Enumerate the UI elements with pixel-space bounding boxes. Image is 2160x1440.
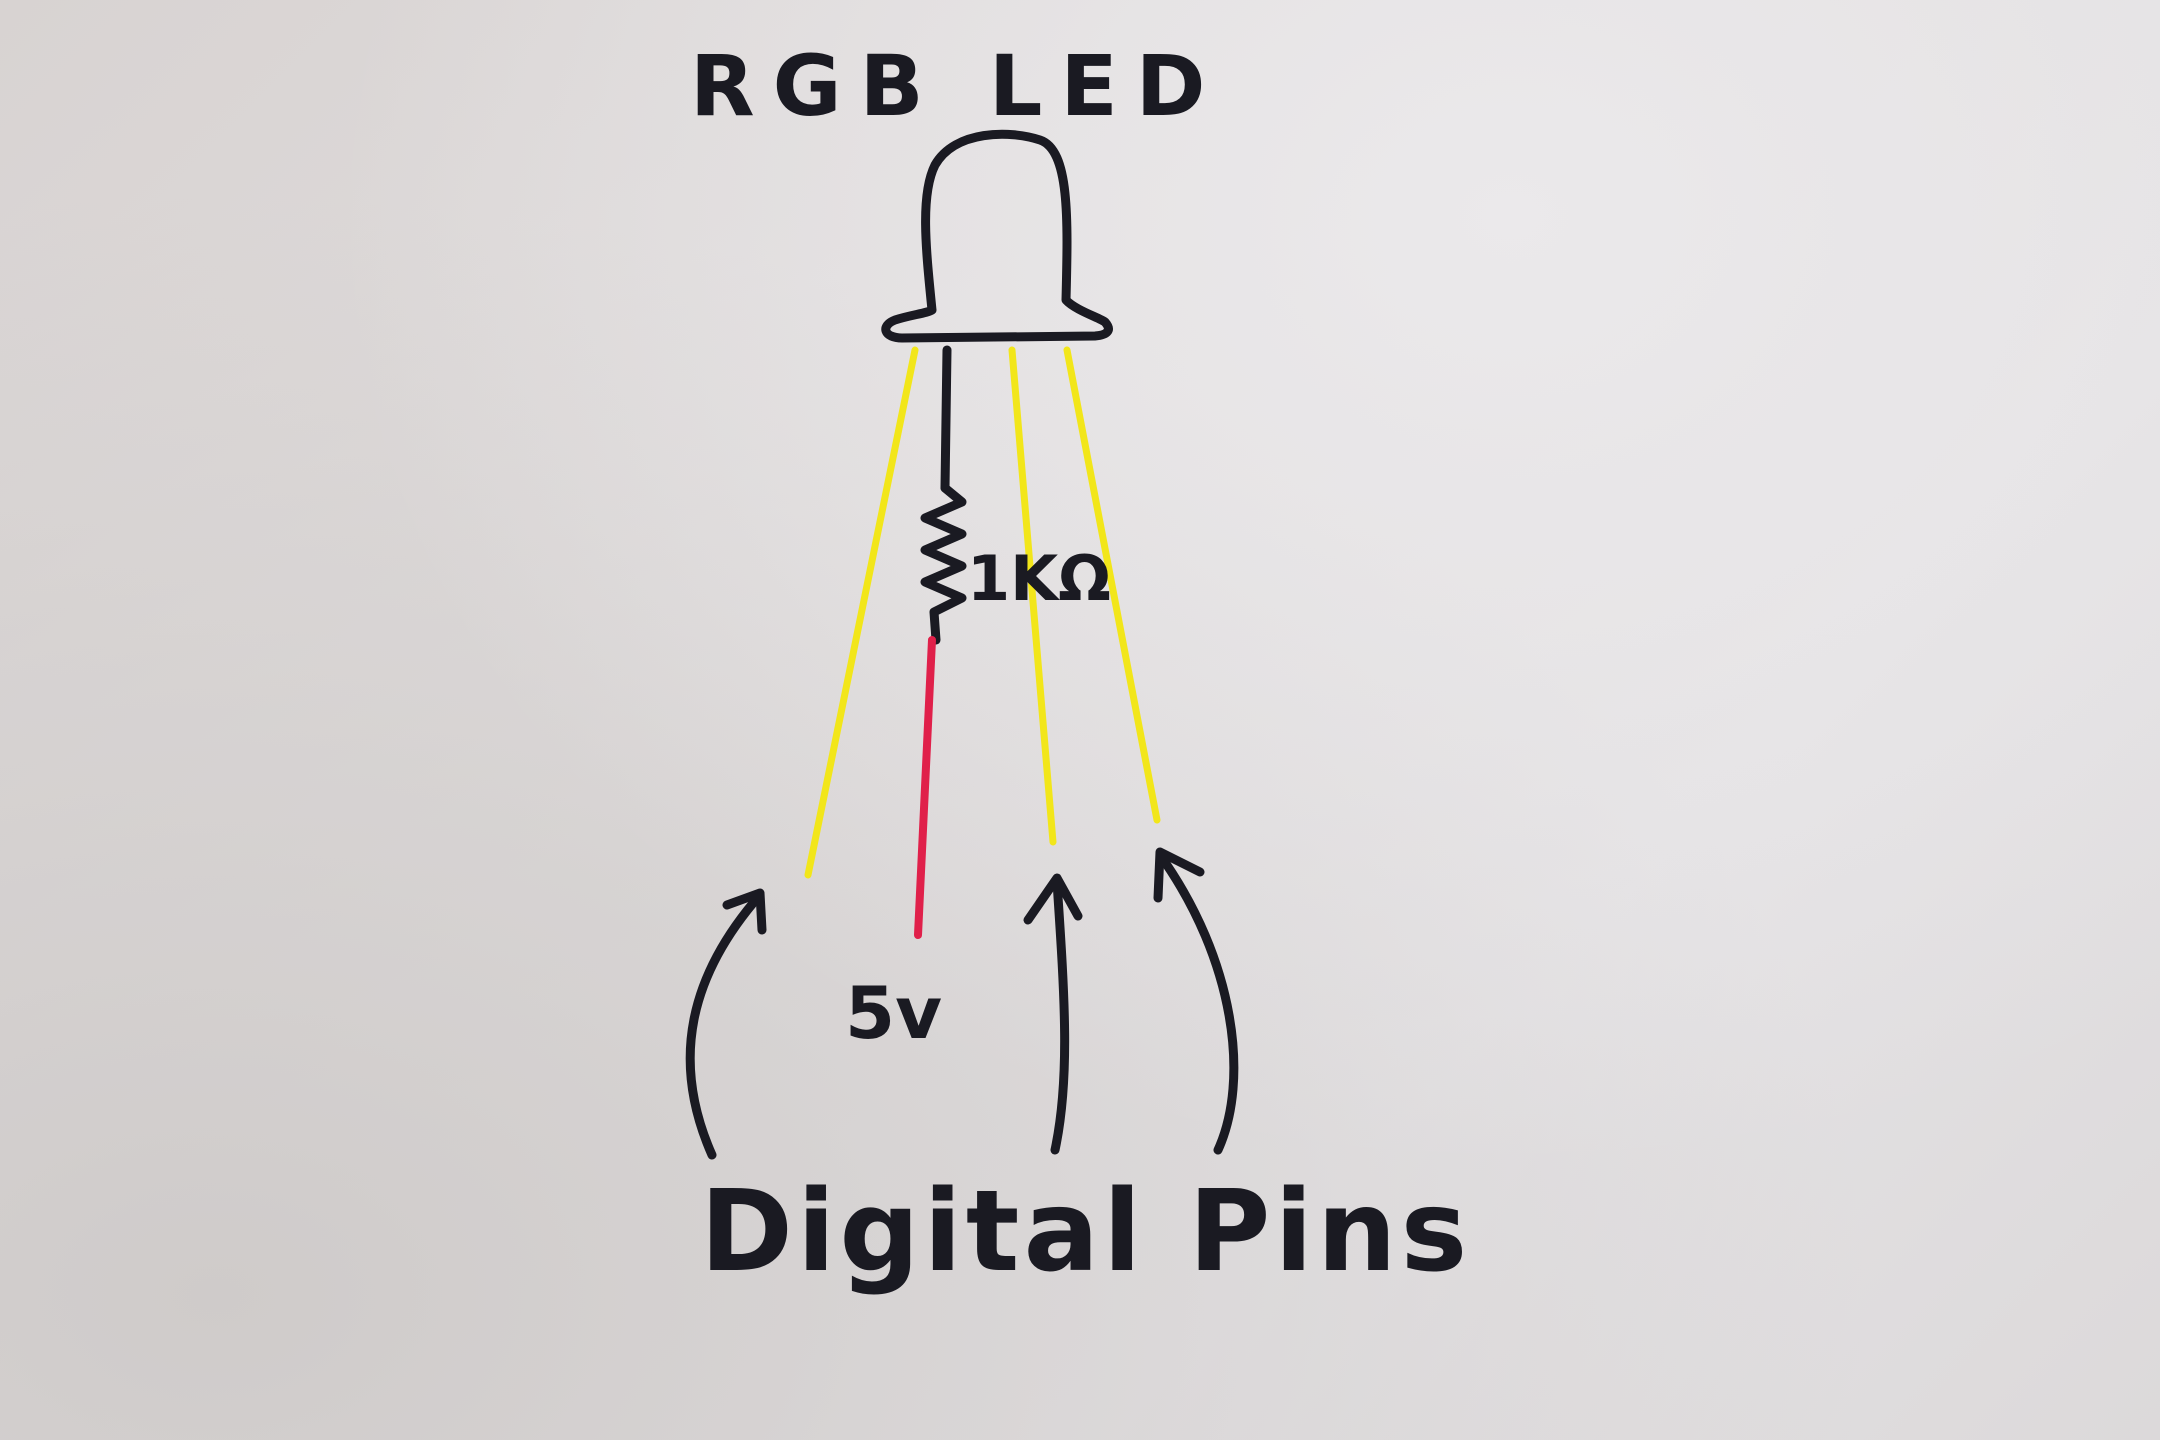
- diagram-title: RGB LED: [690, 37, 1224, 135]
- lead-red-channel: [804, 346, 919, 879]
- led-body: [881, 129, 1113, 343]
- common-lead-power: [914, 636, 936, 939]
- arrow-left: [685, 890, 765, 1160]
- lead-green-channel: [1008, 346, 1057, 846]
- resistor-symbol: [920, 483, 967, 645]
- arrow-middle-head: [1023, 873, 1083, 925]
- resistor-label: 1KΩ: [967, 542, 1111, 615]
- arrow-middle: [1050, 877, 1070, 1155]
- common-lead-upper: [940, 345, 952, 493]
- lead-blue-channel: [1063, 346, 1161, 824]
- arrow-right: [1155, 850, 1239, 1155]
- voltage-label: 5v: [845, 971, 942, 1055]
- arrow-right-head: [1153, 847, 1205, 903]
- digital-pins-label: Digital Pins: [700, 1167, 1471, 1297]
- arrow-left-head: [722, 888, 767, 935]
